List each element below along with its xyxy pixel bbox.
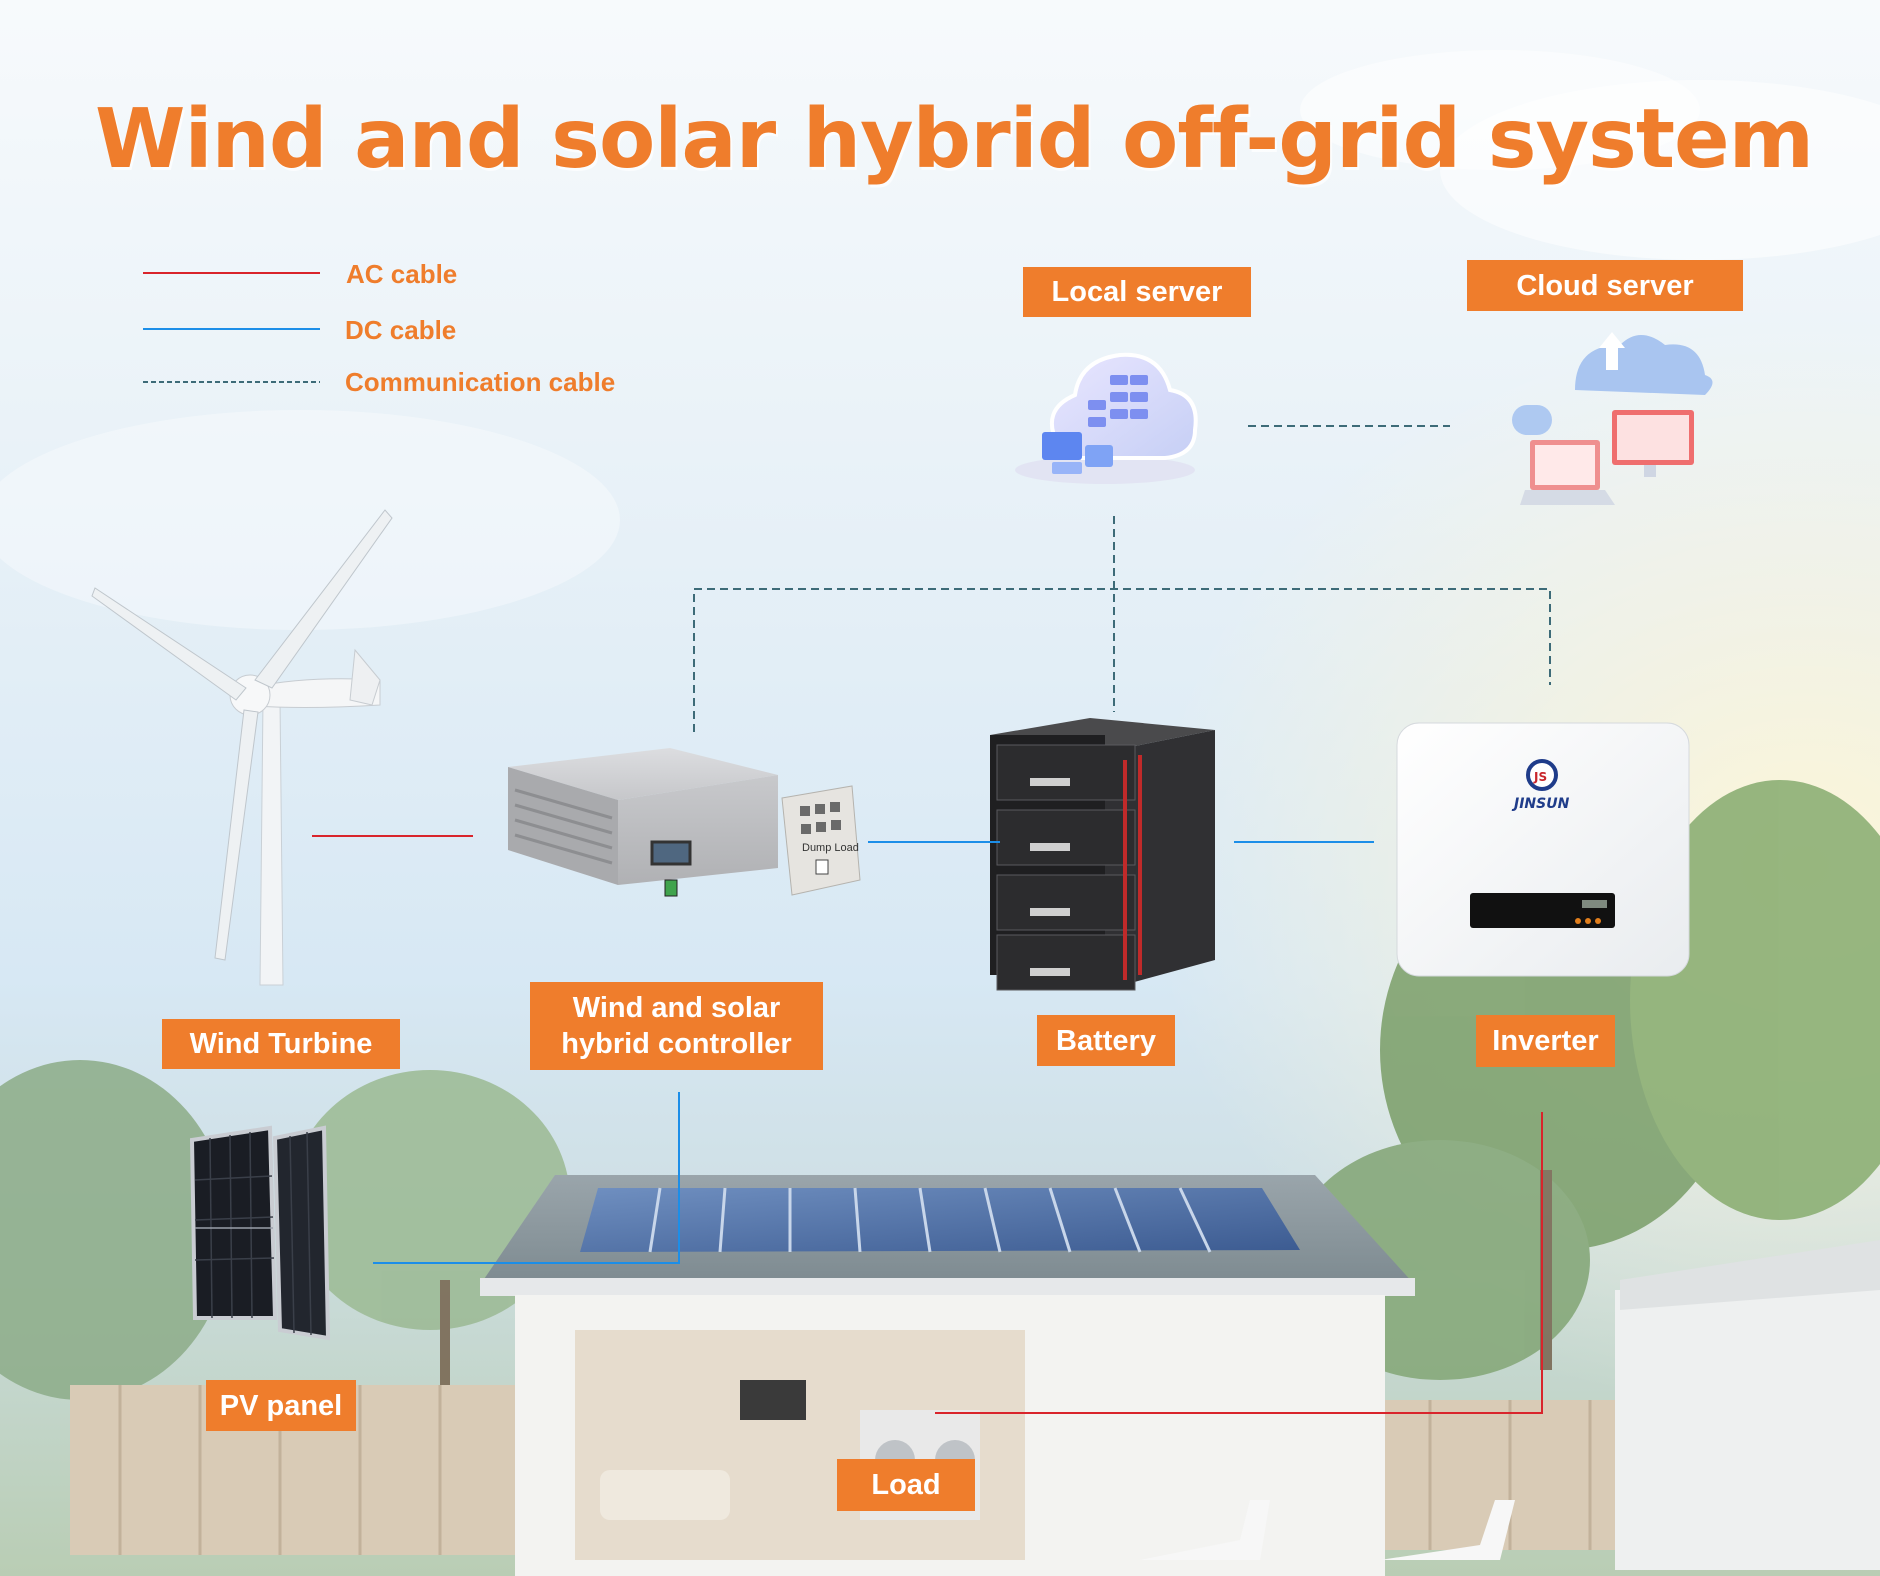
legend-label-dc: DC cable (345, 315, 457, 345)
comm-cable-bus (693, 588, 1551, 732)
communication-cables (693, 425, 1551, 732)
roof-solar-array (580, 1187, 1300, 1253)
tag-inverter: Inverter (1476, 1015, 1615, 1067)
tag-hybrid-controller-line1: Wind and solar (572, 992, 781, 1024)
ac-cable-inverter-to-load (935, 1112, 1543, 1414)
tag-hybrid-controller: Wind and solar hybrid controller (530, 982, 823, 1070)
tag-load: Load (837, 1459, 975, 1511)
local-server-icon (1015, 352, 1198, 484)
hybrid-controller-icon (508, 748, 778, 897)
tag-hybrid-controller-line2: hybrid controller (561, 1028, 792, 1060)
battery-rack-icon (990, 718, 1215, 991)
ac-cables (312, 835, 1543, 1414)
inverter-brand: JINSUN (1511, 796, 1570, 812)
tag-battery: Battery (1037, 1015, 1175, 1066)
inverter-icon: JS JINSUN (1396, 722, 1690, 977)
dump-load-icon: Dump Load (781, 785, 861, 896)
dump-load-label: Dump Load (802, 842, 859, 854)
pv-panel-icon (189, 1125, 331, 1341)
dc-cables (373, 841, 1374, 1264)
inverter-logo: JS (1533, 770, 1547, 784)
tag-local-server: Local server (1023, 267, 1251, 317)
wind-turbine-icon (91, 509, 393, 986)
page-title: Wind and solar hybrid off-grid system (95, 92, 1814, 187)
tag-cloud-server: Cloud server (1467, 260, 1743, 311)
legend-swatches (143, 272, 320, 383)
dc-cable-pv-to-controller (373, 1092, 680, 1264)
legend-label-ac: AC cable (346, 259, 458, 289)
cloud-server-icon (1512, 332, 1713, 505)
house-icon (480, 1175, 1880, 1576)
tag-wind-turbine: Wind Turbine (162, 1019, 400, 1069)
tag-pv-panel: PV panel (206, 1380, 356, 1431)
legend-label-communication: Communication cable (345, 367, 616, 397)
